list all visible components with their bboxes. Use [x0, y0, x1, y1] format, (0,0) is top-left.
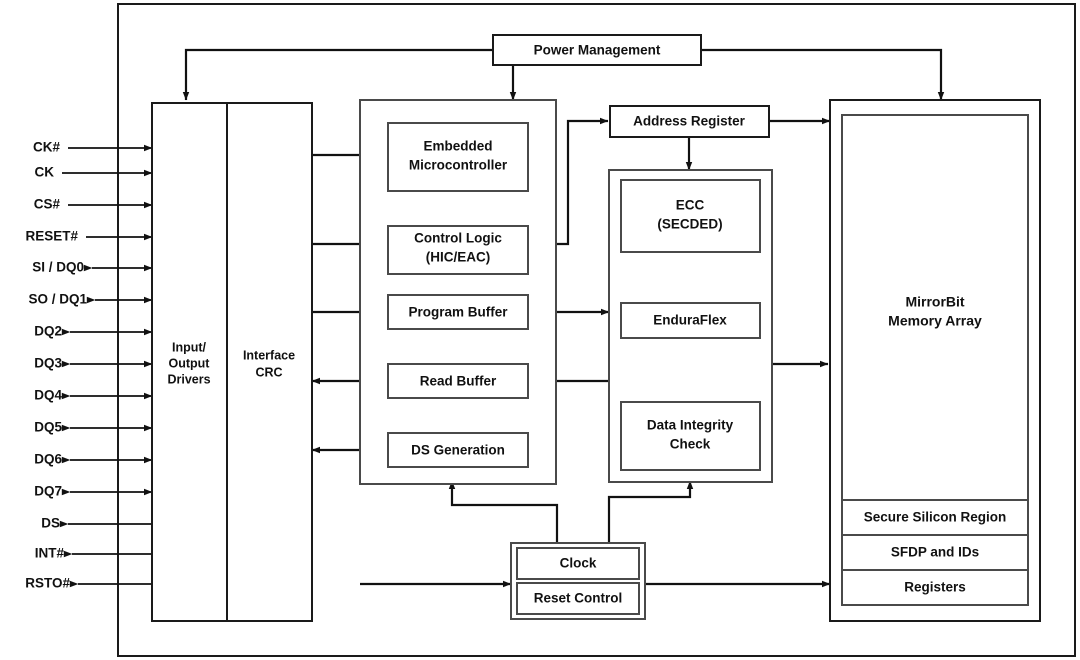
block-power-management[interactable]: [492, 34, 702, 66]
label-program-buffer: Program Buffer: [408, 305, 508, 320]
block-control-logic[interactable]: [387, 225, 529, 275]
label-reset-control: Reset Control: [534, 591, 623, 606]
label-interface-crc-line1: Interface: [243, 348, 295, 362]
label-control-logic-line1: Control Logic: [414, 231, 502, 246]
label-mirrorbit-line2: Memory Array: [888, 313, 982, 329]
wire-clock-to-ecc-group: [607, 480, 694, 545]
block-read-buffer[interactable]: [387, 363, 529, 399]
label-embedded-mcu-line1: Embedded: [423, 139, 492, 154]
pin-label-dq4: DQ4: [34, 388, 62, 403]
block-secure-silicon-region[interactable]: [841, 499, 1029, 536]
pin-label-dq3: DQ3: [34, 356, 62, 371]
label-ds-generation: DS Generation: [411, 443, 505, 458]
label-data-integrity-line1: Data Integrity: [647, 418, 734, 433]
label-read-buffer: Read Buffer: [420, 374, 497, 389]
block-io-crc-container: [151, 102, 313, 622]
label-address-register: Address Register: [633, 114, 746, 129]
label-io-drivers-line2: Output: [169, 356, 211, 370]
block-address-register[interactable]: [609, 105, 770, 138]
block-mirrorbit-memory-array[interactable]: [841, 114, 1029, 501]
block-ds-generation[interactable]: [387, 432, 529, 468]
pin-label-reset-hash: RESET#: [25, 229, 78, 244]
block-sfdp-and-ids[interactable]: [841, 534, 1029, 571]
label-embedded-mcu-line2: Microcontroller: [409, 158, 508, 173]
label-secure-silicon-region: Secure Silicon Region: [864, 510, 1007, 525]
pin-label-cs-hash: CS#: [34, 197, 61, 212]
pin-label-dq7: DQ7: [34, 484, 62, 499]
pin-label-ck: CK: [35, 165, 55, 180]
block-program-buffer[interactable]: [387, 294, 529, 330]
pin-label-si-dq0: SI / DQ0: [32, 260, 84, 275]
pin-label-ds: DS: [41, 516, 60, 531]
pin-wires: [59, 144, 153, 588]
block-clock[interactable]: [516, 547, 640, 580]
label-power-management: Power Management: [534, 43, 661, 58]
label-sfdp-and-ids: SFDP and IDs: [891, 545, 979, 560]
pin-label-ck-hash: CK#: [33, 140, 60, 155]
label-ecc-line2: (SECDED): [657, 217, 722, 232]
wire-clock-to-core-block: [448, 480, 559, 545]
label-ecc-line1: ECC: [676, 198, 705, 213]
block-embedded-microcontroller[interactable]: [387, 122, 529, 192]
label-interface-crc-line2: CRC: [255, 365, 282, 379]
label-data-integrity-line2: Check: [670, 437, 711, 452]
label-io-drivers-line3: Drivers: [167, 372, 210, 386]
pin-labels: CK# CK CS# RESET# SI / DQ0 SO / DQ1 DQ2 …: [25, 140, 87, 591]
pin-label-int-hash: INT#: [35, 546, 65, 561]
pin-label-rsto-hash: RSTO#: [25, 576, 70, 591]
label-registers: Registers: [904, 580, 966, 595]
pin-label-dq5: DQ5: [34, 420, 62, 435]
label-mirrorbit-line1: MirrorBit: [905, 294, 964, 310]
block-ecc-secded[interactable]: [620, 179, 761, 253]
label-io-drivers-line1: Input/: [172, 340, 207, 354]
pin-label-so-dq1: SO / DQ1: [28, 292, 87, 307]
label-control-logic-line2: (HIC/EAC): [426, 250, 491, 265]
pin-label-dq6: DQ6: [34, 452, 62, 467]
wire-pm-to-memory-array: [701, 48, 945, 101]
pin-label-dq2: DQ2: [34, 324, 62, 339]
block-data-integrity-check[interactable]: [620, 401, 761, 471]
block-reset-control[interactable]: [516, 582, 640, 615]
wire-pm-to-io-drivers: [182, 48, 493, 101]
label-enduraflex: EnduraFlex: [653, 313, 727, 328]
label-clock: Clock: [560, 556, 597, 571]
block-enduraflex[interactable]: [620, 302, 761, 339]
block-registers[interactable]: [841, 569, 1029, 606]
